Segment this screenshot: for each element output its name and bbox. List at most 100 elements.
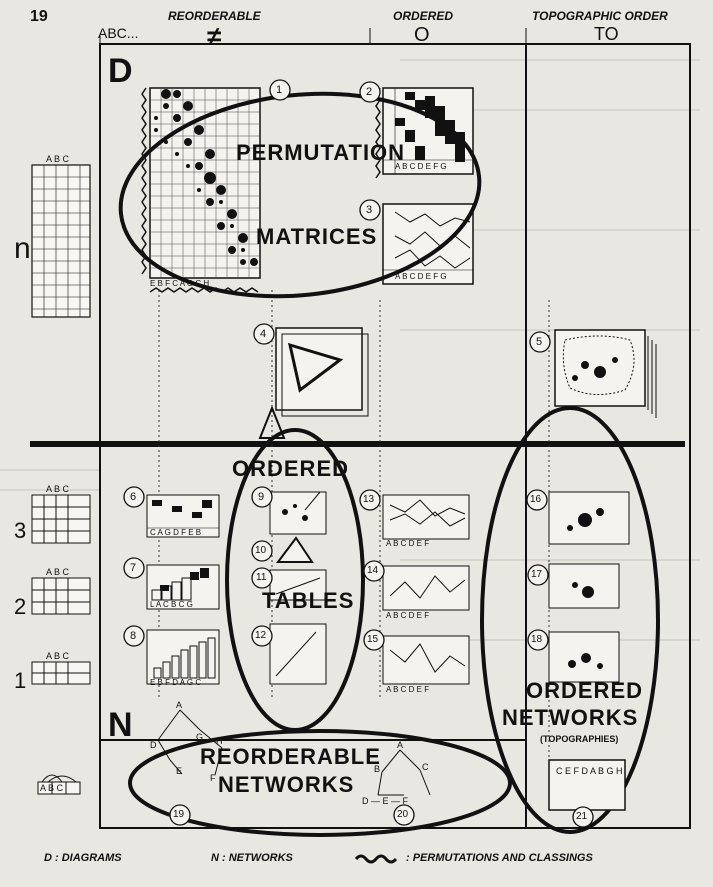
map21-letters: C E F D A B G H <box>556 766 623 776</box>
num-3: 3 <box>366 204 373 216</box>
left-grid-3 <box>31 494 91 544</box>
matrix-3-columns: A B C D E F G <box>395 272 447 281</box>
matrix-2 <box>375 87 474 179</box>
chart-15 <box>382 635 470 685</box>
legend-diagrams: D : DIAGRAMS <box>44 852 122 864</box>
num-17: 17 <box>531 569 543 580</box>
chart-14 <box>382 565 470 611</box>
network-19 <box>157 709 223 776</box>
net19-node-h: H <box>216 736 223 746</box>
grid-1-header: A B C <box>46 651 70 661</box>
num-12: 12 <box>255 630 267 641</box>
net20-node-c: C <box>422 762 429 772</box>
num-18: 18 <box>531 634 543 645</box>
num-6: 6 <box>130 491 137 503</box>
matrix-2-columns: A B C D E F G <box>395 162 447 171</box>
net19-node-g: G <box>196 732 204 742</box>
label-reorderable: REORDERABLE <box>200 744 381 769</box>
row-n-label: n <box>14 232 31 265</box>
label-ordered-2: ORDERED <box>526 678 644 703</box>
header-reorderable: REORDERABLE <box>168 9 261 23</box>
chart-7 <box>146 564 220 610</box>
number-circles <box>123 79 594 828</box>
left-grid-1 <box>31 661 91 685</box>
label-permutation: PERMUTATION <box>236 140 406 165</box>
num-2: 2 <box>366 86 373 98</box>
net19-node-a: A <box>176 700 183 710</box>
symbol-o: O <box>414 24 430 46</box>
num-7: 7 <box>130 562 137 574</box>
chart-7-columns: L A C B C G <box>150 600 193 609</box>
map-18 <box>548 631 620 683</box>
group-ellipses <box>118 91 660 837</box>
diagram-9 <box>269 491 327 535</box>
chart-8 <box>146 629 220 685</box>
section-d-label: D <box>108 52 133 90</box>
header-topographic: TOPOGRAPHIC ORDER <box>532 9 668 23</box>
label-networks-2: NETWORKS <box>502 705 639 730</box>
page-number: 19 <box>30 8 48 25</box>
matrix-1 <box>141 87 261 293</box>
diagram-10 <box>276 536 314 563</box>
map-17 <box>548 563 620 609</box>
grid-2-header: A B C <box>46 567 70 577</box>
chart-13-columns: A B C D E F <box>386 539 430 548</box>
label-networks: NETWORKS <box>218 772 355 797</box>
chart-14-columns: A B C D E F <box>386 611 430 620</box>
matrix-1-columns: E B F C A G C H <box>150 279 210 288</box>
map-5 <box>554 329 657 418</box>
chart-13 <box>382 494 470 540</box>
label-tables: TABLES <box>262 588 355 613</box>
label-ordered: ORDERED <box>232 456 350 481</box>
chart-15-columns: A B C D E F <box>386 685 430 694</box>
symbol-to: TO <box>594 24 619 44</box>
num-1: 1 <box>276 84 283 96</box>
section-n-label: N <box>108 706 133 744</box>
diagram-4 <box>275 327 369 417</box>
left-grid-n <box>31 164 91 318</box>
num-20: 20 <box>397 809 409 820</box>
net20-node-b: B <box>374 764 381 774</box>
label-matrices: MATRICES <box>256 224 378 249</box>
chart-8-columns: E B F D A G C <box>150 678 202 687</box>
map-16 <box>548 491 630 545</box>
left-network-icon <box>37 774 81 795</box>
map-21 <box>548 759 626 811</box>
legend-networks: N : NETWORKS <box>211 852 293 864</box>
diagram-11 <box>269 569 327 601</box>
num-16: 16 <box>530 494 542 505</box>
header-abc: ABC... <box>98 25 139 41</box>
legend-permutations: : PERMUTATIONS AND CLASSINGS <box>406 852 593 864</box>
num-4: 4 <box>260 328 267 340</box>
label-topographies: (TOPOGRAPHIES) <box>540 734 619 744</box>
row-2-label: 2 <box>14 594 27 619</box>
num-11: 11 <box>256 572 267 583</box>
row-1-label: 1 <box>14 668 27 693</box>
num-15: 15 <box>367 634 379 645</box>
network-20 <box>377 749 431 796</box>
num-19: 19 <box>173 809 185 820</box>
num-14: 14 <box>367 565 379 576</box>
row-3-label: 3 <box>14 518 27 543</box>
num-8: 8 <box>130 630 137 642</box>
net19-node-d: D <box>150 740 157 750</box>
num-5: 5 <box>536 336 543 348</box>
symbol-not-equal: ≠ <box>207 21 222 51</box>
net19-node-f: F <box>210 773 216 783</box>
net20-node-a: A <box>397 740 404 750</box>
grid-3-header: A B C <box>46 484 70 494</box>
num-13: 13 <box>363 494 375 505</box>
network-icon-label: A B C <box>40 783 64 793</box>
num-10: 10 <box>255 545 267 556</box>
grid-n-header: A B C <box>46 154 70 164</box>
chart-6-columns: C A G D F E B <box>150 528 202 537</box>
chart-6 <box>146 494 220 538</box>
legend-wavy-symbol <box>354 854 398 864</box>
num-21: 21 <box>576 811 588 822</box>
net19-node-e: E <box>176 766 183 776</box>
net20-path: D — E — F <box>362 796 409 806</box>
num-9: 9 <box>258 491 265 503</box>
diagram-12 <box>269 623 327 685</box>
header-ordered: ORDERED <box>393 9 454 23</box>
